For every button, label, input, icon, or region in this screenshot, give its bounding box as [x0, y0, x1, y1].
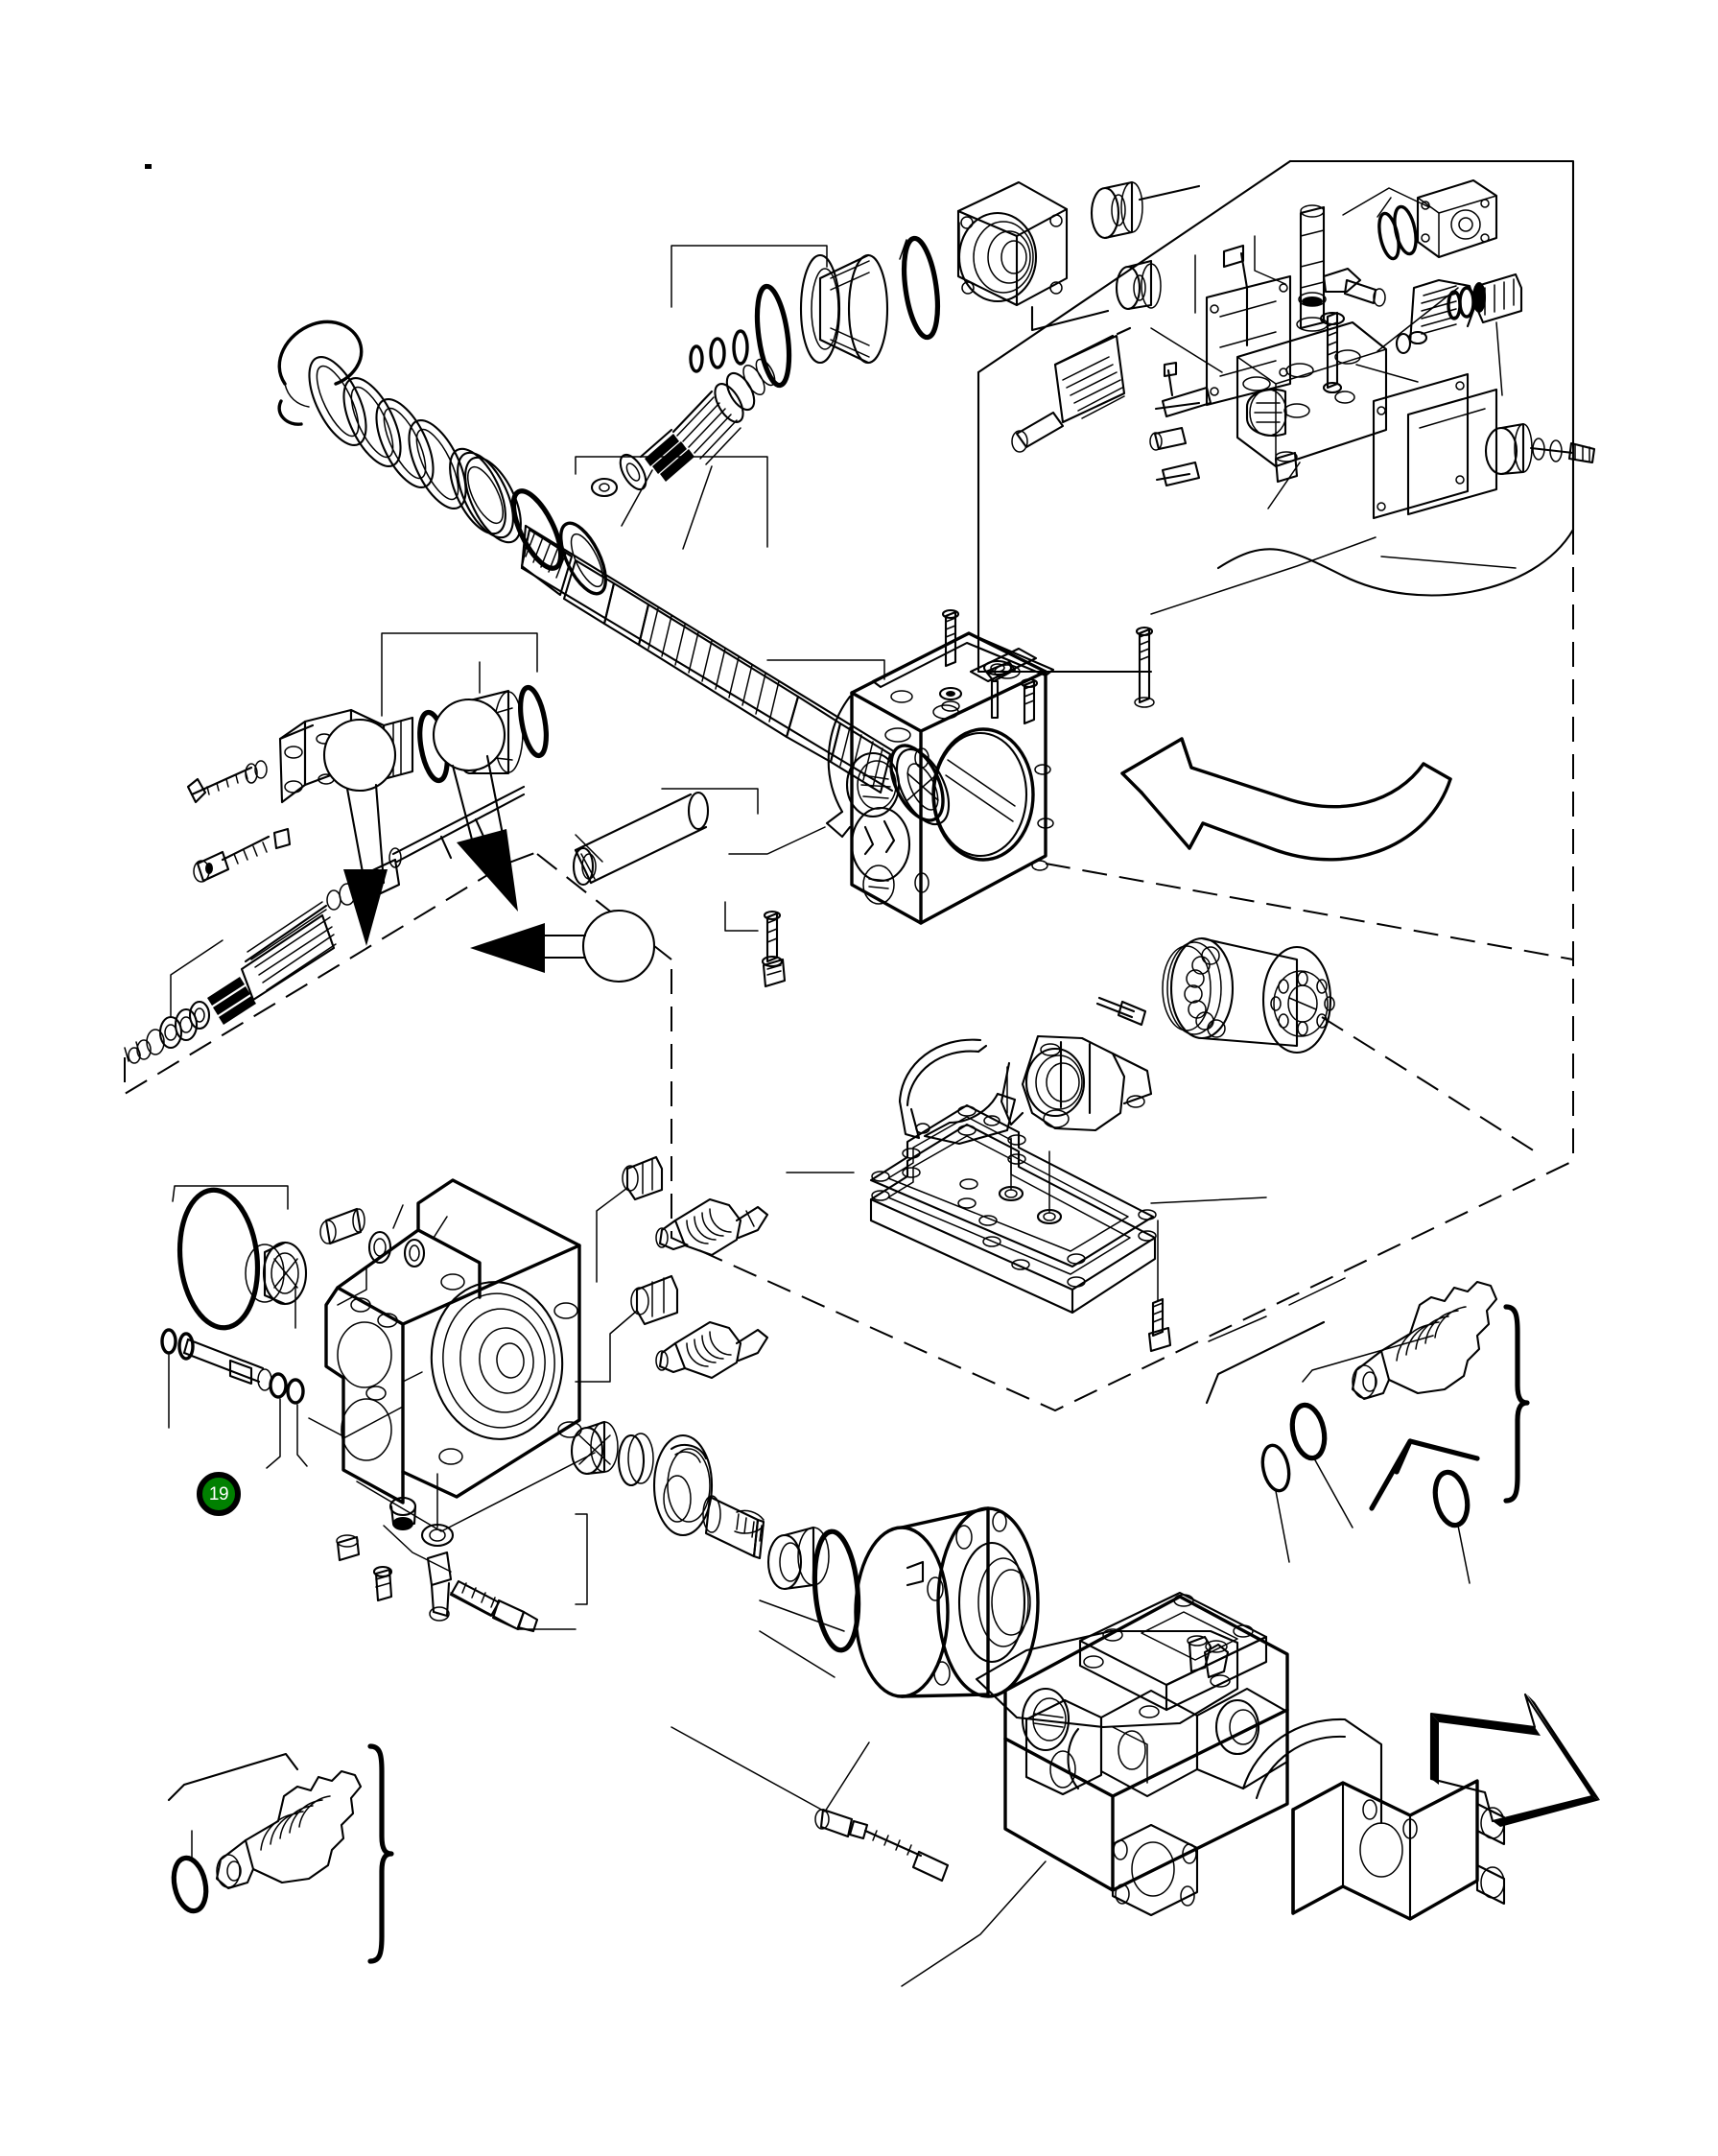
housing-leader-a [766, 659, 885, 680]
regulator-leader-lines [1150, 187, 1517, 615]
brace-right [1503, 1304, 1530, 1504]
servo-frame-top [381, 632, 538, 717]
balloon-pointer-right [470, 909, 656, 983]
gasket-leader [1150, 1196, 1267, 1204]
cover-port-plugs [575, 1155, 679, 1383]
control-group-dash [124, 851, 538, 1096]
regulator-cover-plate-left [1205, 274, 1292, 407]
wave-spring-stack [308, 355, 467, 510]
spring-pin-assembly [724, 901, 787, 988]
housing-leader-b [728, 826, 826, 855]
gasket-bolts [998, 1137, 1172, 1353]
relief-valve-detail-left [167, 1752, 363, 1914]
orifice-pin-assembly [160, 1328, 404, 1469]
seal-sleeve [799, 253, 889, 365]
main-dash-frame [671, 530, 1574, 1412]
snap-ring [277, 320, 364, 426]
end-cover-lower-fittings [336, 1467, 577, 1633]
block-arrow-housing [1120, 737, 1452, 862]
cover-spring-plunger [1011, 305, 1132, 453]
swash-saddle [898, 1038, 1017, 1146]
balloon-pointer-mid [432, 698, 518, 912]
dash-frame-c [536, 853, 672, 960]
end-cover-bearing [245, 1241, 308, 1306]
front-cover-flange [956, 180, 1069, 307]
part-marker-19[interactable]: 19 [197, 1472, 241, 1516]
flange-leader [671, 1726, 870, 1812]
end-cover-plug-row [319, 1204, 448, 1306]
registration-mark [145, 164, 152, 169]
regulator-frame [977, 159, 1575, 674]
cylinder-block [1162, 936, 1335, 1054]
oil-seal [449, 447, 522, 544]
detail-dash-right [1208, 1277, 1346, 1342]
regulator-top-block [1416, 178, 1498, 259]
coupling-frame [575, 1513, 588, 1605]
regulator-control-block [1236, 320, 1388, 484]
control-rod-spring-assembly [124, 785, 526, 1064]
regulator-spool-rods [1149, 204, 1386, 487]
coupling-shim-stack [570, 1420, 654, 1487]
coupling-spline-hub [702, 1495, 765, 1560]
dash-frame-b [1045, 863, 1574, 960]
bearing-washer-pair-2 [1115, 259, 1162, 311]
detail-frame-right [1205, 1320, 1326, 1405]
drive-shaft [520, 524, 894, 794]
relief-valve-detail-right [1260, 1280, 1498, 1584]
swash-cover-plate [869, 1123, 1157, 1315]
brace-left [367, 1743, 394, 1964]
end-cover-base-leader [356, 1452, 596, 1532]
balloon-pointer-left [322, 718, 397, 946]
coupling-bearing-sleeve [766, 1526, 830, 1591]
bearing-washer-pair [1090, 180, 1201, 240]
pump-housing-case [825, 631, 1147, 1027]
sleeve-bushing [572, 791, 710, 887]
bearing-flange [854, 1506, 1040, 1698]
coupling-retainer-plate [652, 1433, 714, 1537]
flange-bolts [814, 1808, 950, 1883]
oring-frame [172, 1185, 289, 1210]
regulator-servo-cover [1372, 372, 1596, 520]
swash-plate-cradle [1000, 1034, 1153, 1132]
control-frame [170, 939, 224, 1018]
cover-gasket [869, 1103, 1157, 1268]
sleeve-leader [575, 834, 603, 863]
relief-valve-upper [655, 1197, 769, 1257]
servo-socket-bolts [186, 760, 292, 883]
regulator-spring-assembly [1395, 272, 1523, 355]
relief-valve-lower [655, 1320, 769, 1380]
block-arrow-assembly [1429, 1693, 1600, 1827]
end-cover-body [324, 1178, 582, 1504]
bearing-leader-lower [759, 1599, 845, 1632]
assembled-pump [901, 1591, 1506, 1987]
mid-spring-stack [590, 358, 776, 498]
housing-top-fittings [938, 608, 1155, 725]
cylinder-block-dash [1321, 1016, 1536, 1152]
